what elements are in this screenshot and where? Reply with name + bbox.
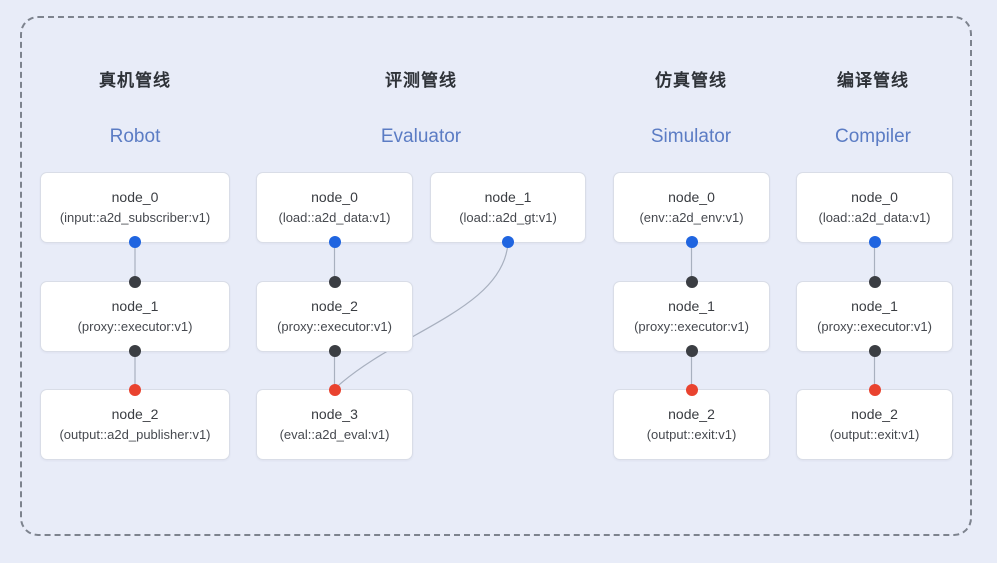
simulator-title-en: Simulator [650, 126, 732, 147]
node-name: node_2 [851, 406, 898, 423]
blue-port-dot [129, 236, 141, 248]
black-port-dot [868, 276, 881, 288]
node-name: node_1 [668, 298, 715, 315]
black-port-dot [328, 276, 341, 288]
evaluator-node-2: node_2(proxy::executor:v1) [256, 276, 413, 357]
node-type: (load::a2d_data:v1) [818, 210, 931, 226]
black-port-dot [129, 276, 141, 288]
evaluator-node-1: node_1(load::a2d_gt:v1) [430, 172, 586, 248]
simulator-node-2: node_2(output::exit:v1) [613, 384, 770, 460]
simulator-title-cn: 仿真管线 [655, 71, 727, 90]
black-port-dot [685, 345, 698, 357]
evaluator-node-3: node_3(eval::a2d_eval:v1) [256, 384, 413, 460]
dashed-frame [20, 16, 972, 536]
compiler-node-2: node_2(output::exit:v1) [796, 384, 953, 460]
node-name: node_1 [851, 298, 898, 315]
blue-port-dot [328, 236, 341, 248]
node-name: node_0 [668, 189, 715, 206]
robot-node-0: node_0(input::a2d_subscriber:v1) [40, 172, 230, 248]
node-name: node_3 [311, 406, 358, 423]
blue-port-dot [868, 236, 881, 248]
red-port-dot [685, 384, 698, 396]
robot-title-cn: 真机管线 [99, 71, 171, 90]
compiler-node-1: node_1(proxy::executor:v1) [796, 276, 953, 357]
node-type: (eval::a2d_eval:v1) [279, 427, 390, 443]
node-name: node_1 [111, 298, 159, 315]
node-type: (output::exit:v1) [829, 427, 920, 443]
node-name: node_2 [111, 406, 159, 423]
blue-port-dot [685, 236, 698, 248]
node-type: (output::exit:v1) [646, 427, 737, 443]
compiler-title-en: Compiler [834, 126, 912, 147]
evaluator-node-0: node_0(load::a2d_data:v1) [256, 172, 413, 248]
red-port-dot [868, 384, 881, 396]
evaluator-title-en: Evaluator [380, 126, 462, 147]
node-name: node_2 [311, 298, 358, 315]
evaluator-title-cn: 评测管线 [385, 71, 457, 90]
node-type: (proxy::executor:v1) [77, 319, 193, 335]
node-name: node_1 [484, 189, 532, 206]
node-type: (input::a2d_subscriber:v1) [59, 210, 211, 226]
edge-evaluator-node-1-to-node-3 [334, 242, 509, 390]
compiler-node-0: node_0(load::a2d_data:v1) [796, 172, 953, 248]
node-name: node_2 [668, 406, 715, 423]
node-type: (proxy::executor:v1) [817, 319, 932, 335]
node-type: (proxy::executor:v1) [634, 319, 749, 335]
node-type: (proxy::executor:v1) [277, 319, 392, 335]
node-type: (load::a2d_gt:v1) [459, 210, 557, 226]
simulator-node-1: node_1(proxy::executor:v1) [613, 276, 770, 357]
simulator-node-0: node_0(env::a2d_env:v1) [613, 172, 770, 248]
compiler-title-cn: 编译管线 [837, 71, 909, 90]
black-port-dot [868, 345, 881, 357]
black-port-dot [328, 345, 341, 357]
robot-node-2: node_2(output::a2d_publisher:v1) [40, 384, 230, 460]
node-type: (output::a2d_publisher:v1) [59, 427, 211, 443]
robot-node-1: node_1(proxy::executor:v1) [40, 276, 230, 357]
black-port-dot [685, 276, 698, 288]
red-port-dot [129, 384, 141, 396]
node-name: node_0 [111, 189, 159, 206]
node-name: node_0 [311, 189, 358, 206]
black-port-dot [129, 345, 141, 357]
node-type: (env::a2d_env:v1) [639, 210, 744, 226]
blue-port-dot [502, 236, 514, 248]
robot-title-en: Robot [109, 126, 161, 147]
red-port-dot [328, 384, 341, 396]
node-name: node_0 [851, 189, 898, 206]
node-type: (load::a2d_data:v1) [278, 210, 391, 226]
